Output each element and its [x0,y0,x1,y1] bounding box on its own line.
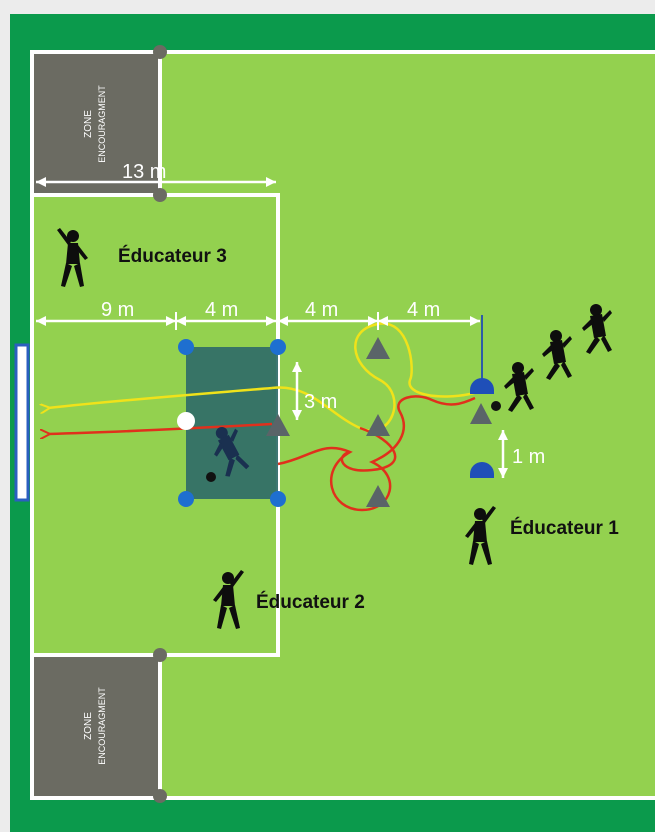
zone-label-bottom-line2: ENCOURAGMENT [97,687,107,765]
triangle-marker-icon [366,337,390,359]
dim-4m-label-1: 4 m [205,299,238,321]
triangle-marker-icon [470,403,492,424]
post-marker [153,45,167,59]
zone-encouragement-bottom [34,657,158,796]
educator-1-label: Éducateur 1 [510,517,619,539]
cone-icon [178,339,194,355]
post-marker [153,188,167,202]
dim-1m-label: 1 m [512,446,545,468]
zone-label-bottom: ZONE ENCOURAGMENT [83,687,107,765]
zone-label-bottom-line1: ZONE [83,712,94,740]
zone-encouragement-top [34,54,158,193]
dim-4m-label-3: 4 m [407,299,440,321]
cone-icon [470,462,494,478]
ball-icon [206,472,216,482]
yellow-slalom-path [271,322,490,432]
yellow-shot-arrow [48,386,273,408]
cone-icon [270,339,286,355]
red-shot-arrow [48,422,273,434]
cone-icon [270,491,286,507]
dimension-lines [36,177,508,478]
goal [14,343,30,502]
box-corner-cones [178,339,286,507]
ball-icon [177,412,195,430]
dim-9m-label: 9 m [101,299,134,321]
shooting-zone [186,347,278,499]
cone-icon [178,491,194,507]
dim-13m-label: 13 m [122,161,166,183]
dimension-ticks [175,312,379,330]
triangle-markers [266,337,492,507]
triangle-marker-icon [366,414,390,436]
zone-label-top-line1: ZONE [83,110,94,138]
zone-label-top: ZONE ENCOURAGMENT [83,85,107,163]
ball-icon [491,401,501,411]
cone-icon [470,378,494,394]
zone-label-top-line2: ENCOURAGMENT [97,85,107,163]
post-marker [153,648,167,662]
corner-posts [153,45,167,803]
dim-3m-label: 3 m [304,391,337,413]
red-slalom-loop [340,426,397,472]
post-marker [153,789,167,803]
triangle-marker-icon [266,414,290,436]
educator-2-label: Éducateur 2 [256,591,365,613]
triangle-marker-icon [366,485,390,507]
dim-4m-label-2: 4 m [305,299,338,321]
educator-3-label: Éducateur 3 [118,245,227,267]
